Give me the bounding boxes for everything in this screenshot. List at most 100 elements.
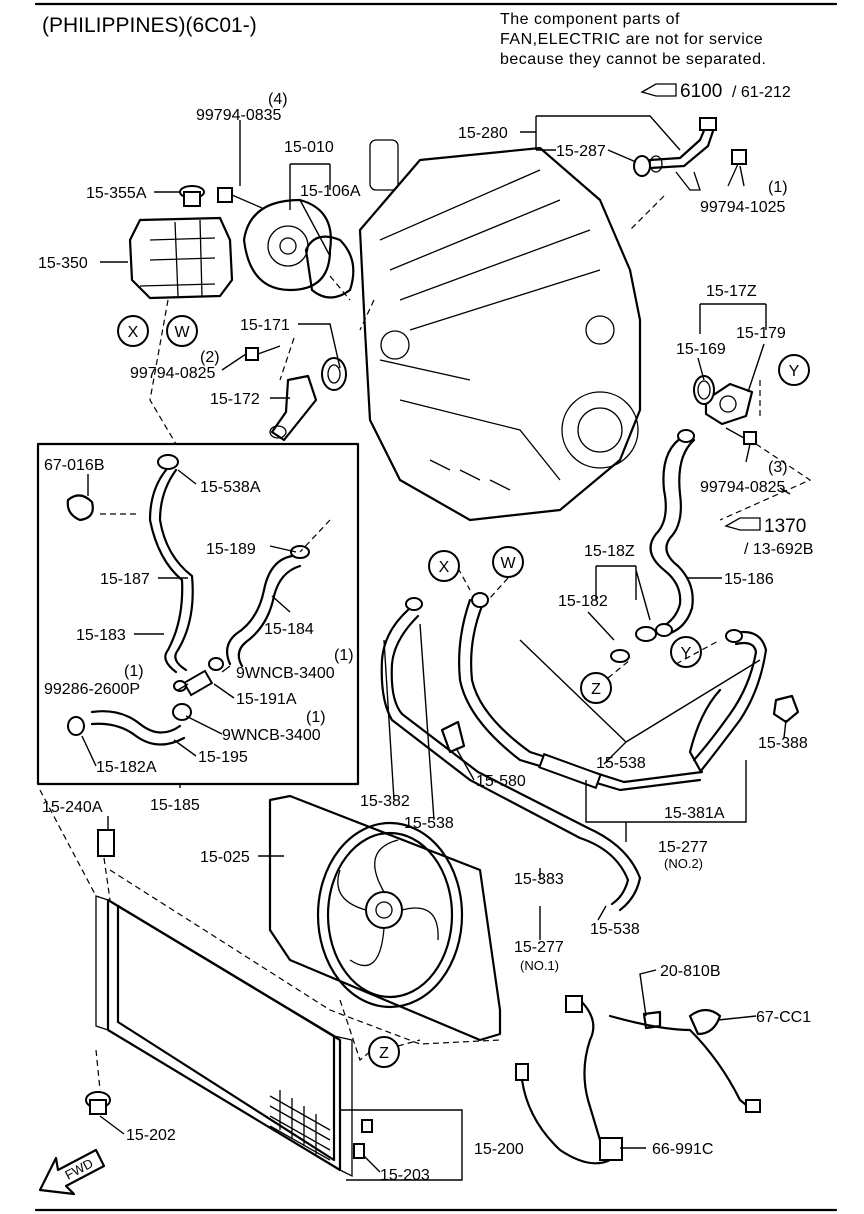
label-67-016b: 67-016B bbox=[44, 457, 105, 474]
part-labels: (4) 99794-0835 15-010 15-106A 15-355A 15… bbox=[38, 91, 811, 1184]
bracket-15-240a[interactable] bbox=[97, 829, 115, 857]
clamp-15-182[interactable] bbox=[610, 626, 657, 663]
label-15-025: 15-025 bbox=[200, 849, 250, 866]
radiator-15-200[interactable] bbox=[95, 895, 353, 1178]
label-15-010: 15-010 bbox=[284, 139, 334, 156]
hose-15-187[interactable] bbox=[148, 454, 194, 674]
label-15-240a: 15-240A bbox=[42, 799, 103, 816]
label-66-991c: 66-991C bbox=[652, 1141, 713, 1158]
label-15-277-no1: 15-277 bbox=[514, 939, 564, 956]
marker-x-top[interactable]: X bbox=[117, 315, 149, 347]
radiator-core-grid bbox=[269, 1090, 331, 1161]
label-15-277-no2: 15-277 bbox=[658, 839, 708, 856]
label-9wncb-3400-b: 9WNCB-3400 bbox=[222, 727, 321, 744]
label-15-200: 15-200 bbox=[474, 1141, 524, 1158]
pointing-hand-icon bbox=[724, 517, 761, 531]
label-15-538-mid: 15-538 bbox=[404, 815, 454, 832]
clip-67-cc1[interactable] bbox=[688, 1008, 722, 1036]
label-15-280: 15-280 bbox=[458, 125, 508, 142]
fan-blade bbox=[337, 839, 439, 966]
fan-shroud-15-025[interactable] bbox=[268, 794, 502, 1042]
coolant-outlet-15-179[interactable] bbox=[704, 382, 754, 426]
label-15-184: 15-184 bbox=[264, 621, 314, 638]
coolant-reservoir[interactable] bbox=[128, 216, 234, 300]
joint-15-191a[interactable] bbox=[173, 657, 224, 697]
tube-15-538-straight[interactable] bbox=[538, 752, 602, 790]
marker-y-right[interactable]: Y bbox=[778, 354, 810, 386]
ref-1370-callout[interactable]: 1370 / 13-692B bbox=[724, 516, 813, 558]
label-15-203: 15-203 bbox=[380, 1167, 430, 1184]
bolt-15-203[interactable] bbox=[353, 1119, 373, 1159]
marker-z-bottom[interactable]: Z bbox=[368, 1036, 400, 1068]
label-15-182a: 15-182A bbox=[96, 759, 157, 776]
clip-67-016b[interactable] bbox=[66, 494, 94, 522]
label-99794-0825-b: 99794-0825 bbox=[700, 479, 786, 496]
label-20-810b: 20-810B bbox=[660, 963, 721, 980]
thermostat[interactable] bbox=[321, 357, 347, 391]
label-qty-1-b: (1) bbox=[334, 647, 354, 664]
pipe-15-381a[interactable] bbox=[688, 629, 768, 774]
marker-w-top[interactable]: W bbox=[166, 315, 198, 347]
label-15-195: 15-195 bbox=[198, 749, 248, 766]
marker-y-mid[interactable]: Y bbox=[670, 636, 702, 668]
service-note-line-1: The component parts of bbox=[500, 11, 680, 28]
bracket-15-580[interactable] bbox=[440, 720, 466, 754]
hose-15-538-upper[interactable] bbox=[458, 592, 704, 792]
o-ring-15-287[interactable] bbox=[633, 155, 663, 177]
marker-z-mid-label: Z bbox=[591, 681, 601, 698]
bolt-99794-0825-b[interactable] bbox=[725, 427, 757, 445]
marker-w-mid-label: W bbox=[500, 555, 516, 572]
clip-20-810b[interactable] bbox=[642, 1010, 662, 1030]
label-15-169: 15-169 bbox=[676, 341, 726, 358]
label-15-182: 15-182 bbox=[558, 593, 608, 610]
pointing-hand-icon bbox=[640, 83, 677, 97]
water-pipe-15-280[interactable] bbox=[648, 117, 717, 191]
label-15-172: 15-172 bbox=[210, 391, 260, 408]
label-15-187: 15-187 bbox=[100, 571, 150, 588]
label-15-381a: 15-381A bbox=[664, 805, 725, 822]
gasket-15-169[interactable] bbox=[693, 375, 715, 405]
label-15-355a: 15-355A bbox=[86, 185, 147, 202]
label-15-106a: 15-106A bbox=[300, 183, 361, 200]
label-no2: (NO.2) bbox=[664, 856, 703, 871]
thermostat-housing[interactable] bbox=[269, 374, 318, 442]
service-note-line-2: FAN,ELECTRIC are not for service bbox=[500, 31, 763, 48]
label-15-171: 15-171 bbox=[240, 317, 290, 334]
engine-block bbox=[358, 139, 642, 522]
label-15-183: 15-183 bbox=[76, 627, 126, 644]
ref-1370-main: 1370 bbox=[764, 516, 806, 537]
ref-6100-callout[interactable]: 6100 / 61-212 bbox=[640, 81, 791, 102]
label-15-185: 15-185 bbox=[150, 797, 200, 814]
marker-x-mid-label: X bbox=[439, 559, 450, 576]
grommet-15-388[interactable] bbox=[772, 694, 800, 724]
reservoir-cap[interactable] bbox=[179, 185, 205, 207]
bolt-99794-1025[interactable] bbox=[727, 149, 747, 187]
marker-x-top-label: X bbox=[128, 324, 139, 341]
marker-w-mid[interactable]: W bbox=[492, 546, 524, 578]
marker-z-mid[interactable]: Z bbox=[580, 672, 612, 704]
drain-plug-15-202[interactable] bbox=[85, 1091, 111, 1115]
marker-x-mid[interactable]: X bbox=[428, 550, 460, 582]
ref-6100-main: 6100 bbox=[680, 81, 722, 102]
label-9wncb-3400-a: 9WNCB-3400 bbox=[236, 665, 335, 682]
label-99794-1025: 99794-1025 bbox=[700, 199, 786, 216]
bolt-99794-0825-a[interactable] bbox=[245, 345, 281, 361]
label-15-538-lower: 15-538 bbox=[590, 921, 640, 938]
hose-15-195[interactable] bbox=[67, 703, 192, 746]
label-15-388: 15-388 bbox=[758, 735, 808, 752]
label-qty-1-d: (1) bbox=[306, 709, 326, 726]
ref-1370-sub: / 13-692B bbox=[744, 541, 813, 558]
label-no1: (NO.1) bbox=[520, 958, 559, 973]
label-15-287: 15-287 bbox=[556, 143, 606, 160]
label-15-538a: 15-538A bbox=[200, 479, 261, 496]
bolt-99794-0835[interactable] bbox=[217, 187, 263, 209]
marker-dashes bbox=[397, 567, 721, 1047]
hose-15-184[interactable] bbox=[225, 545, 310, 668]
label-67-cc1: 67-CC1 bbox=[756, 1009, 811, 1026]
hose-subassembly-box bbox=[36, 442, 360, 786]
forward-arrow-icon: FWD bbox=[38, 1148, 106, 1196]
hose-15-186[interactable] bbox=[649, 429, 696, 637]
wiring-harness-20-810b[interactable] bbox=[515, 995, 761, 1165]
water-pump-assembly[interactable] bbox=[242, 198, 355, 299]
